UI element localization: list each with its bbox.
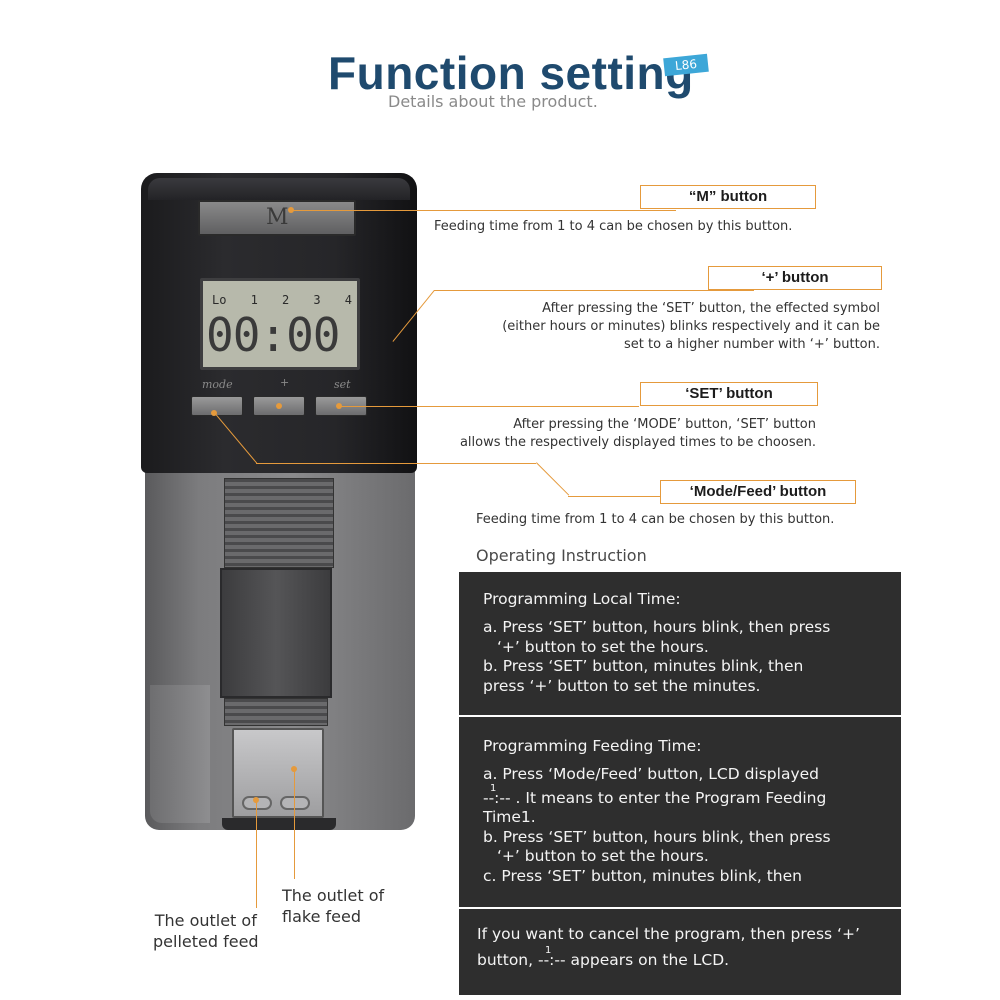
pelleted-outlet-leader xyxy=(256,800,257,908)
plus-button-description-line: set to a higher number with ‘+’ button. xyxy=(624,337,880,352)
flake-outlet-label-line: The outlet of xyxy=(282,886,385,905)
feeding-time-step: Time1. xyxy=(483,808,536,826)
lcd-label-3: 3 xyxy=(313,293,321,307)
mode-button-callout: ‘Mode/Feed’ button xyxy=(660,480,856,504)
set-button-description: After pressing the ‘MODE’ button, ‘SET’ … xyxy=(420,416,816,452)
mode-button[interactable] xyxy=(191,396,243,416)
local-time-step: press ‘+’ button to set the minutes. xyxy=(483,676,761,695)
plus-button-description: After pressing the ‘SET’ button, the eff… xyxy=(470,300,880,354)
plus-button-pointer xyxy=(276,403,282,409)
flake-outlet-label: The outlet of flake feed xyxy=(282,885,384,927)
lcd-label-lo: Lo xyxy=(212,293,227,307)
m-button-callout: “M” button xyxy=(640,185,816,209)
cancel-text: appears on the LCD. xyxy=(570,950,730,969)
feeding-time-step: b. Press ‘SET’ button, hours blink, then… xyxy=(483,827,831,846)
feeder-outlet xyxy=(232,728,324,818)
cancel-lcd-code-text: --:-- xyxy=(538,950,566,969)
plus-button-description-line: (either hours or minutes) blinks respect… xyxy=(502,319,880,334)
feeder-chute xyxy=(220,568,332,698)
lcd-code: 1--:-- xyxy=(483,783,511,809)
mode-button-leader-b xyxy=(256,463,536,464)
mode-button-leader-d xyxy=(568,496,660,497)
set-button-callout: ‘SET’ button xyxy=(640,382,818,406)
cancel-line: button, 1--:-- appears on the LCD. xyxy=(477,945,883,971)
lcd-labels: Lo 1 2 3 4 xyxy=(212,293,352,307)
plus-button-label: + xyxy=(280,376,290,389)
set-button-description-line: After pressing the ‘MODE’ button, ‘SET’ … xyxy=(513,417,816,432)
pelleted-outlet-label-line: The outlet of xyxy=(154,911,257,930)
plus-button-callout: ‘+’ button xyxy=(708,266,882,290)
plus-button-description-line: After pressing the ‘SET’ button, the eff… xyxy=(542,301,880,316)
feeder-chute-grip xyxy=(224,698,328,726)
feeding-time-title: Programming Feeding Time: xyxy=(483,737,702,755)
local-time-steps: a. Press ‘SET’ button, hours blink, then… xyxy=(483,618,877,696)
set-button-label: set xyxy=(334,378,351,391)
feeder-grip xyxy=(224,478,334,568)
lcd-digits: 00:00 xyxy=(206,308,340,362)
operating-instruction-heading: Operating Instruction xyxy=(476,546,647,565)
page-subtitle: Details about the product. xyxy=(388,92,598,111)
local-time-panel: Programming Local Time: a. Press ‘SET’ b… xyxy=(459,572,901,715)
cancel-lcd-code-index: 1 xyxy=(545,944,552,956)
local-time-step: a. Press ‘SET’ button, hours blink, then… xyxy=(483,618,831,636)
page-title: Function setting xyxy=(328,47,694,99)
cancel-text: button, xyxy=(477,950,534,969)
lcd-screen xyxy=(200,278,360,370)
feeding-time-step: ‘+’ button to set the hours. xyxy=(497,847,709,865)
mode-button-label: mode xyxy=(202,378,233,391)
m-button-label: M xyxy=(266,205,289,230)
local-time-step: b. Press ‘SET’ button, minutes blink, th… xyxy=(483,657,804,675)
mode-button-leader-c xyxy=(536,462,570,496)
local-time-step: ‘+’ button to set the hours. xyxy=(497,637,709,656)
flake-outlet-label-line: flake feed xyxy=(282,907,361,926)
lcd-code-text: --:-- xyxy=(483,788,511,807)
flake-outlet-hole xyxy=(280,796,310,810)
m-button-leader xyxy=(291,210,676,211)
local-time-title: Programming Local Time: xyxy=(483,590,681,608)
m-button-description: Feeding time from 1 to 4 can be chosen b… xyxy=(434,219,793,234)
cancel-lcd-code: 1--:-- xyxy=(538,945,566,971)
m-button[interactable] xyxy=(198,200,356,236)
lcd-label-4: 4 xyxy=(344,293,352,307)
model-tag: L86 xyxy=(663,53,709,77)
mode-button-pointer xyxy=(211,410,217,416)
feeding-time-step: c. Press ‘SET’ button, minutes blink, th… xyxy=(483,866,802,885)
feeding-time-step: 1--:-- . It means to enter the Program F… xyxy=(483,783,877,809)
feeding-time-steps: a. Press ‘Mode/Feed’ button, LCD display… xyxy=(483,765,877,886)
set-button-leader xyxy=(339,406,639,407)
feeder-base xyxy=(222,818,336,830)
cancel-panel: If you want to cancel the program, then … xyxy=(459,909,901,995)
feeder-side-panel xyxy=(150,685,210,823)
feeder-lid-edge xyxy=(148,178,410,200)
mode-button-description: Feeding time from 1 to 4 can be chosen b… xyxy=(476,512,835,527)
feeding-time-panel: Programming Feeding Time: a. Press ‘Mode… xyxy=(459,717,901,907)
set-button-description-line: allows the respectively displayed times … xyxy=(459,435,816,450)
pelleted-outlet-label: The outlet of pelleted feed xyxy=(153,910,259,952)
feeding-time-step-text: . It means to enter the Program Feeding xyxy=(515,788,827,807)
plus-button-leader-h xyxy=(434,290,754,291)
lcd-code-index: 1 xyxy=(490,782,497,794)
lcd-label-2: 2 xyxy=(281,293,290,307)
pelleted-outlet-label-line: pelleted feed xyxy=(153,932,259,951)
cancel-line: If you want to cancel the program, then … xyxy=(477,925,860,943)
flake-outlet-leader xyxy=(294,769,295,879)
lcd-label-1: 1 xyxy=(250,293,258,307)
feeding-time-step: a. Press ‘Mode/Feed’ button, LCD display… xyxy=(483,765,819,783)
